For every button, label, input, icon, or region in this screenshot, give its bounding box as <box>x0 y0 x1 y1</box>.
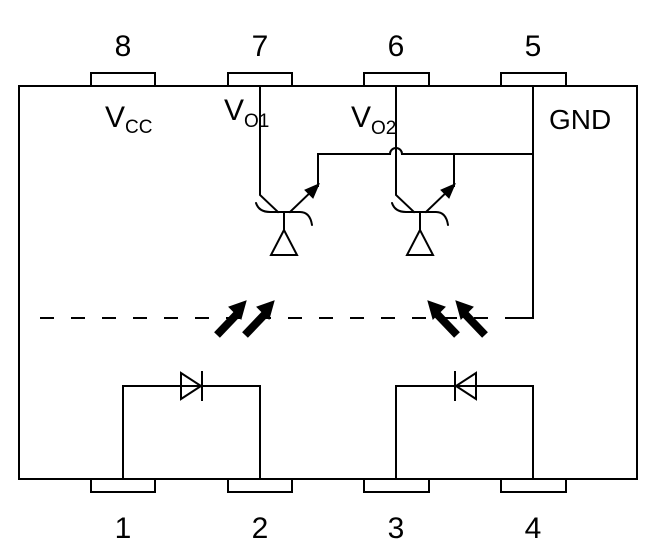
pin-6-number: 6 <box>388 30 405 63</box>
pin-1-number: 1 <box>115 512 132 545</box>
pin-4-pad <box>500 478 567 493</box>
emitter-2-arrow-icon <box>440 183 456 199</box>
light-arrows-channel-1 <box>214 300 275 338</box>
package-outline <box>18 85 638 480</box>
led-1-diode-icon <box>180 371 203 401</box>
pin-3: 3 <box>363 478 430 545</box>
led-2-diode-icon <box>454 371 477 401</box>
pin-8-label: VCC <box>105 101 152 138</box>
pin-3-pad <box>363 478 430 493</box>
pin-6-pad <box>363 72 430 87</box>
pin-8-pad <box>90 72 156 87</box>
pin-7-number: 7 <box>252 30 269 63</box>
pin-6: 6 <box>363 30 430 87</box>
pin-5-label: GND <box>549 104 611 135</box>
pin-6-label: VO2 <box>351 101 396 139</box>
pin-4: 4 <box>500 478 567 545</box>
light-arrows-channel-2 <box>427 300 488 338</box>
light-arrow-icon <box>427 300 460 338</box>
light-arrow-icon <box>214 300 247 338</box>
pin-5-number: 5 <box>525 30 542 63</box>
pin-5-pad <box>500 72 567 87</box>
pin-7-label: VO1 <box>224 94 269 132</box>
pin-7: 7 <box>227 30 293 87</box>
pin-1: 1 <box>90 478 156 545</box>
photodetector-1-triangle-icon <box>269 227 299 256</box>
pin-2-pad <box>227 478 293 493</box>
led-2-wire <box>395 385 534 480</box>
led-1-wire <box>122 385 261 480</box>
emitter-1-arrow-icon <box>304 183 320 199</box>
led-2 <box>395 371 534 480</box>
light-arrow-icon <box>242 300 275 338</box>
light-arrow-icon <box>455 300 488 338</box>
collector-2-wire <box>395 85 416 214</box>
pin-8: 8 <box>90 30 156 87</box>
photodetector-2-triangle-icon <box>405 227 435 256</box>
pin-2-number: 2 <box>252 512 269 545</box>
pin-8-number: 8 <box>115 30 132 63</box>
collector-1-wire <box>259 85 280 214</box>
phototransistor-1 <box>255 85 320 256</box>
emitter-bus-wire <box>317 147 534 155</box>
pin-3-number: 3 <box>388 512 405 545</box>
gnd-wire <box>517 85 534 319</box>
pin-1-pad <box>90 478 156 493</box>
pin-2: 2 <box>227 478 293 545</box>
pin-4-number: 4 <box>525 512 542 545</box>
pin-7-pad <box>227 72 293 87</box>
pin-5: 5 <box>500 30 567 87</box>
phototransistor-2 <box>391 85 456 256</box>
led-1 <box>122 371 261 480</box>
